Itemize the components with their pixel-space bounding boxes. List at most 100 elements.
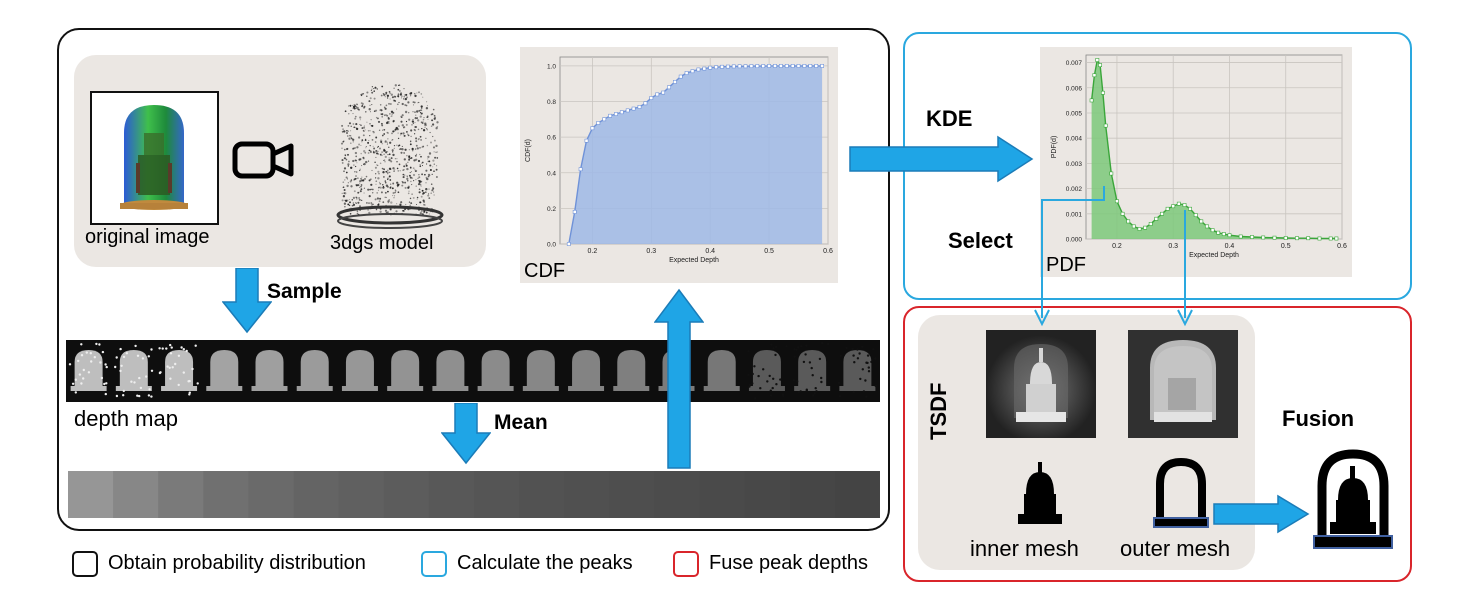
point-cloud-dot (415, 159, 417, 161)
point-cloud-dot (364, 178, 366, 180)
point-cloud-dot (393, 88, 394, 89)
point-cloud-dot (385, 151, 387, 153)
point-cloud-dot (368, 140, 369, 141)
point-cloud-dot (358, 159, 360, 161)
depth-noise-dot (868, 370, 870, 372)
data-point (626, 109, 629, 112)
point-cloud-dot (388, 123, 389, 124)
point-cloud-dot (345, 200, 347, 202)
point-cloud-dot (373, 131, 375, 133)
fused-mesh-icon (1312, 446, 1394, 555)
point-cloud-dot (375, 167, 377, 169)
point-cloud-dot (395, 189, 396, 190)
point-cloud-dot (385, 210, 387, 212)
depth-noise-dot (757, 375, 759, 377)
depth-noise-dot (119, 370, 121, 372)
point-cloud-dot (417, 117, 418, 118)
point-cloud-dot (389, 153, 391, 155)
point-cloud-dot (361, 165, 362, 166)
point-cloud-dot (387, 121, 389, 123)
data-point (785, 64, 788, 67)
point-cloud-dot (406, 168, 408, 170)
point-cloud-dot (397, 168, 399, 170)
point-cloud-dot (403, 88, 404, 89)
point-cloud-dot (425, 188, 427, 190)
point-cloud-dot (395, 158, 396, 159)
point-cloud-dot (369, 179, 371, 181)
point-cloud-dot (398, 94, 399, 95)
point-cloud-dot (427, 145, 429, 147)
depth-map-frame (114, 345, 153, 398)
point-cloud-dot (354, 126, 356, 128)
depth-noise-dot (747, 350, 749, 352)
depth-noise-dot (140, 387, 142, 389)
depth-noise-dot (99, 361, 101, 363)
data-point (1273, 236, 1276, 239)
point-cloud-dot (370, 145, 371, 146)
point-cloud-dot (432, 174, 433, 175)
point-cloud-dot (373, 152, 375, 154)
point-cloud-dot (361, 105, 363, 107)
point-cloud-dot (427, 158, 428, 159)
point-cloud-dot (389, 113, 390, 114)
point-cloud-dot (355, 152, 357, 154)
depth-noise-dot (749, 384, 751, 386)
point-cloud-dot (431, 183, 433, 185)
depth-noise-dot (805, 345, 807, 347)
point-cloud-dot (356, 171, 358, 173)
data-point (1307, 237, 1310, 240)
point-cloud-dot (429, 152, 431, 154)
point-cloud-dot (375, 110, 377, 112)
point-cloud-dot (355, 196, 357, 198)
depth-noise-dot (747, 374, 749, 376)
depth-noise-dot (819, 358, 821, 360)
point-cloud-dot (355, 175, 357, 177)
point-cloud-dot (421, 105, 423, 107)
point-cloud-dot (342, 199, 344, 201)
point-cloud-dot (398, 133, 399, 134)
point-cloud-dot (410, 181, 411, 182)
point-cloud-dot (381, 123, 383, 125)
depth-noise-dot (122, 394, 124, 396)
point-cloud-dot (390, 201, 392, 203)
point-cloud-dot (388, 159, 390, 161)
data-point (1262, 236, 1265, 239)
point-cloud-dot (366, 202, 368, 204)
point-cloud-dot (341, 125, 343, 127)
point-cloud-dot (417, 147, 419, 149)
point-cloud-dot (408, 191, 409, 192)
point-cloud-dot (364, 106, 366, 108)
point-cloud-dot (363, 134, 365, 136)
point-cloud-dot (434, 163, 435, 164)
depth-noise-dot (806, 390, 808, 392)
point-cloud-dot (387, 186, 389, 188)
point-cloud-dot (415, 155, 417, 157)
point-cloud-dot (341, 143, 343, 145)
point-cloud-dot (390, 93, 391, 94)
data-point (1217, 231, 1220, 234)
depth-map-frame (206, 350, 242, 391)
point-cloud-dot (346, 159, 348, 161)
point-cloud-dot (383, 168, 385, 170)
data-point (1099, 64, 1102, 67)
point-cloud-dot (428, 176, 430, 178)
depth-noise-dot (853, 361, 855, 363)
point-cloud-dot (400, 94, 402, 96)
point-cloud-dot (409, 205, 411, 207)
depth-map-frame (297, 350, 333, 391)
point-cloud-dot (343, 195, 345, 197)
sample-label: Sample (267, 280, 342, 304)
point-cloud-dot (400, 148, 402, 150)
data-point (1101, 91, 1104, 94)
data-point (1239, 235, 1242, 238)
depth-noise-dot (166, 365, 168, 367)
point-cloud-dot (404, 104, 406, 106)
depth-noise-dot (811, 367, 813, 369)
outer-mesh-icon (1152, 456, 1210, 535)
legend-black-label: Obtain probability distribution (108, 552, 366, 575)
point-cloud-dot (408, 119, 410, 121)
point-cloud-dot (378, 203, 379, 204)
point-cloud-dot (385, 140, 387, 142)
data-point (1295, 237, 1298, 240)
point-cloud-dot (371, 92, 373, 94)
